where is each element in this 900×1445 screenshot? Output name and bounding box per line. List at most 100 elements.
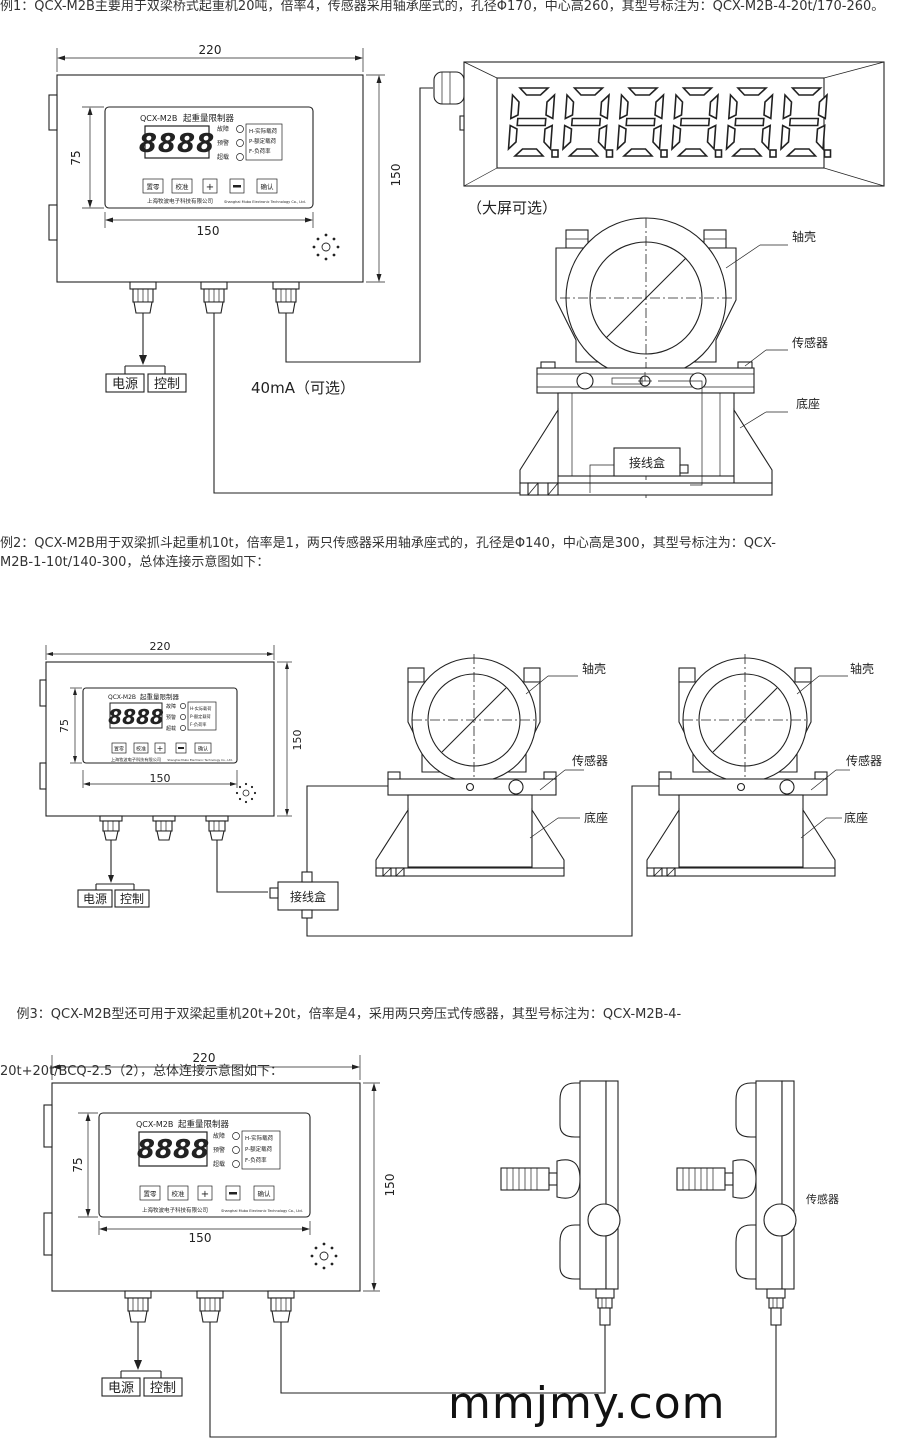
example-2-line-1: 例2：QCX-M2B用于双梁抓斗起重机10t，倍率是1，两只传感器采用轴承座式的…	[0, 536, 776, 551]
decimal-point	[823, 149, 832, 158]
junction-box-label: 接线盒	[290, 889, 326, 904]
digit-segment	[679, 117, 711, 127]
panel-model: QCX-M2B	[140, 114, 177, 123]
minus-button[interactable]	[229, 178, 245, 194]
mount-bracket	[48, 94, 58, 131]
digit-segment	[621, 148, 654, 157]
decimal-point	[605, 149, 614, 158]
calibrate-button[interactable]	[171, 178, 193, 194]
controller-unit: 220 150 75 150 QCX-M2B 起重量限制器 8888 故障 预警…	[39, 640, 304, 908]
panel-model: QCX-M2B	[136, 1120, 173, 1129]
seven-segment-digit	[780, 87, 832, 158]
diagram-example-3: 220 150 75 150 QCX-M2B 起重量限制器 8888 故障 预警…	[43, 1051, 839, 1438]
mount-bracket	[39, 762, 47, 790]
legend-item: P-额定载荷	[249, 137, 277, 145]
calibrate-button-label: 校准	[136, 746, 146, 753]
dim-panel-height-label: 75	[58, 719, 71, 733]
plus-button[interactable]	[197, 1185, 213, 1201]
dim-panel-height-label: 75	[71, 1157, 85, 1172]
minus-button[interactable]	[175, 742, 187, 754]
dim-height-label: 150	[383, 1174, 397, 1197]
digit-segment	[681, 87, 714, 96]
digit-segment	[618, 93, 629, 120]
power-label-box	[105, 373, 145, 393]
panel-display-digits: 8888	[108, 705, 164, 729]
digit-segment	[671, 124, 682, 151]
calibrate-button-label: 校准	[176, 182, 190, 191]
confirm-button[interactable]	[256, 178, 278, 194]
seven-segment-digit	[671, 87, 723, 158]
digit-segment	[572, 87, 605, 96]
controller-unit: 220 150 75 150 QCX-M2B 起重量限制器 8888 故障 预警…	[43, 1051, 777, 1438]
zero-button-label: 置零	[144, 1190, 158, 1198]
company-cn: 上海牧波电子科技有限公司	[111, 756, 161, 763]
digit-segment	[727, 93, 738, 120]
base-label: 底座	[796, 396, 820, 411]
shell-label: 轴壳	[850, 661, 874, 676]
bearing-sensor-assembly: 轴壳 传感器 底座	[375, 654, 608, 877]
example-3-line-1: 例3：QCX-M2B型还可用于双梁起重机20t+20t，倍率是4，采用两只旁压式…	[0, 1007, 682, 1022]
digit-segment	[512, 148, 545, 157]
mount-bracket	[48, 204, 58, 241]
calibrate-button[interactable]	[167, 1185, 189, 1201]
confirm-button[interactable]	[253, 1185, 275, 1201]
seven-segment-digit	[616, 87, 668, 158]
dim-height-label: 150	[389, 164, 403, 187]
buzzer-icon	[235, 782, 257, 804]
cable-gland	[200, 281, 228, 314]
company-en: Shanghai Mubo Electronic Technology Co.,…	[167, 758, 232, 762]
big-display-digits	[507, 87, 832, 158]
panel-title: 起重量限制器	[183, 113, 235, 124]
cable-gland	[272, 281, 300, 314]
zero-button[interactable]	[142, 178, 164, 194]
plus-button[interactable]	[154, 742, 166, 754]
legend-item: H-实际载荷	[190, 705, 211, 712]
minus-button[interactable]	[225, 1185, 241, 1201]
lamp-label: 故障	[213, 1132, 225, 1140]
diagram-example-2: 220 150 75 150 QCX-M2B 起重量限制器 8888 故障 预警…	[39, 640, 882, 937]
junction-box	[613, 447, 681, 477]
panel-display-digits: 8888	[137, 1135, 209, 1165]
buzzer-icon	[312, 233, 340, 261]
digit-segment	[676, 148, 709, 157]
company-cn: 上海牧波电子科技有限公司	[147, 197, 213, 205]
decimal-point	[714, 149, 723, 158]
digit-segment	[730, 148, 763, 157]
sensor-label: 传感器	[792, 335, 828, 350]
calibrate-button[interactable]	[133, 742, 149, 754]
cable-gland	[99, 815, 123, 841]
zero-button-label: 置零	[114, 747, 124, 753]
legend-item: H-实际载荷	[249, 127, 278, 135]
confirm-button[interactable]	[194, 742, 212, 754]
digit-segment	[564, 93, 575, 120]
side-pressure-sensor	[500, 1080, 621, 1326]
calibrate-button-label: 校准	[172, 1189, 186, 1198]
dim-width-label: 220	[150, 640, 171, 653]
panel-title: 起重量限制器	[140, 692, 180, 701]
cable-gland	[205, 815, 229, 841]
digit-segment	[562, 124, 573, 151]
buzzer-icon	[310, 1242, 338, 1270]
zero-button[interactable]	[139, 1185, 161, 1201]
example-2-line-2: M2B-1-10t/140-300，总体连接示意图如下：	[0, 555, 270, 570]
digit-segment	[761, 124, 772, 151]
digit-segment	[518, 87, 551, 96]
screen-connector	[433, 71, 465, 105]
cable-gland	[129, 281, 157, 314]
digit-segment	[616, 124, 627, 151]
plus-button-label: +	[206, 182, 214, 193]
legend-item: H-实际载荷	[245, 1134, 274, 1142]
plus-button[interactable]	[202, 178, 218, 194]
diagram-example-1: 220 150 75 150 QCX-M2B 起重量限制器 8888 故障 预警…	[48, 43, 885, 500]
lamp-label: 超载	[166, 725, 176, 732]
sensor-label: 传感器	[846, 753, 882, 768]
digit-segment	[597, 124, 608, 151]
cable-gland	[152, 815, 176, 841]
digit-segment	[788, 117, 820, 127]
zero-button[interactable]	[111, 742, 127, 754]
controller-unit: 220 150 75 150 QCX-M2B 起重量限制器 8888 故障 预警…	[48, 43, 520, 494]
junction-box-label: 接线盒	[629, 455, 665, 470]
example-3-line-2: 20t+20t/BCQ-2.5（2），总体连接示意图如下：	[0, 1064, 284, 1079]
bearing-sensor-assembly: 接线盒 轴壳 传感器 底座	[519, 217, 828, 500]
bearing-sensor-assembly: 轴壳 传感器 底座	[646, 654, 882, 877]
